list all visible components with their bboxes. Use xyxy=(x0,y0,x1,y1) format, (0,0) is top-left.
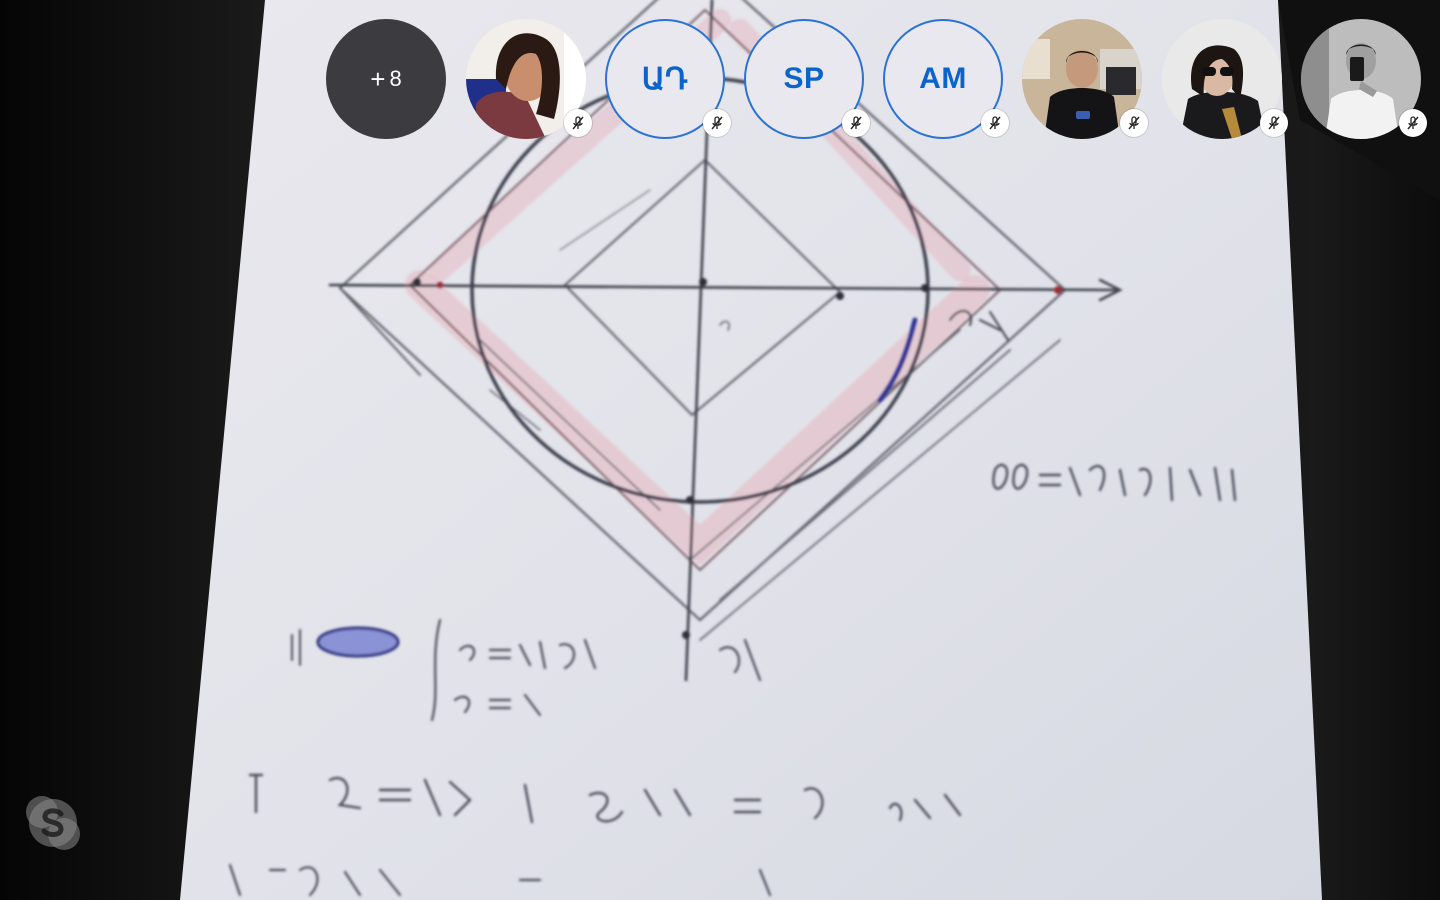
microphone-muted-icon xyxy=(842,109,870,137)
skype-logo-icon xyxy=(26,796,80,850)
participant-tile[interactable] xyxy=(1022,19,1148,139)
microphone-muted-icon xyxy=(1260,109,1288,137)
paper-sheet xyxy=(180,0,1322,900)
microphone-muted-icon xyxy=(1120,109,1148,137)
participant-tile[interactable] xyxy=(1162,19,1288,139)
participant-tile[interactable]: ԱԴ xyxy=(605,19,731,139)
x-axis xyxy=(328,283,1117,292)
microphone-muted-icon xyxy=(981,109,1009,137)
participant-tile[interactable]: AM xyxy=(883,19,1009,139)
plus-icon: + xyxy=(370,63,386,94)
more-participants-button[interactable]: + 8 xyxy=(326,19,446,139)
participant-tile[interactable] xyxy=(466,19,592,139)
microphone-muted-icon xyxy=(564,109,592,137)
participant-tile[interactable] xyxy=(1301,19,1427,139)
microphone-muted-icon xyxy=(1399,109,1427,137)
participant-tile[interactable]: SP xyxy=(744,19,870,139)
more-participants-count: 8 xyxy=(389,66,402,91)
microphone-muted-icon xyxy=(703,109,731,137)
